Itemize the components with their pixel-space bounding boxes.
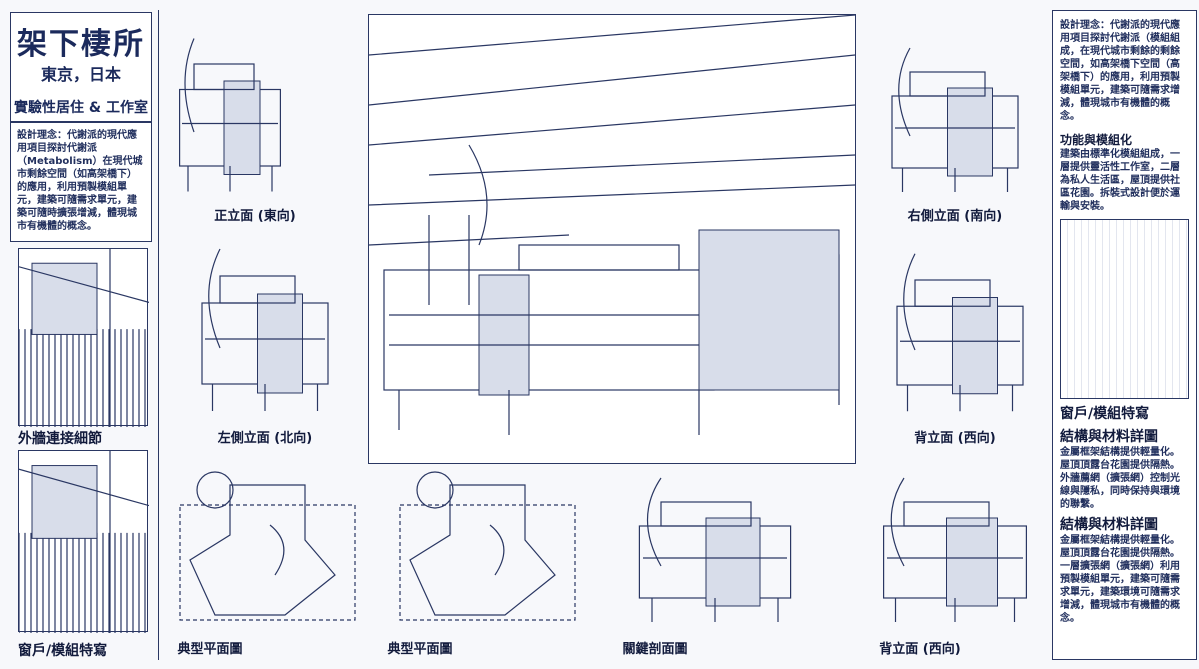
plan-2-drawing — [399, 471, 576, 621]
wall-detail-label: 外牆連接細節 — [18, 431, 102, 447]
back-elevation-drawing — [896, 253, 1024, 412]
back-elevation-2-caption: 背立面 (西向) — [879, 642, 961, 657]
right-elevation-caption: 右側立面 (南向) — [907, 209, 1003, 224]
project-location: 東京，日本 — [40, 65, 121, 84]
plan-1-caption: 典型平面圖 — [177, 642, 243, 657]
plan-1-drawing — [179, 471, 356, 621]
material-title-2: 結構與材料詳圖 — [1060, 517, 1158, 533]
window-detail-drawing — [18, 450, 149, 633]
right-text-panel: 設計理念：代謝派的現代應用項目探討代謝派（模組組成，在現代城市剩餘的剩餘空間，如… — [1052, 10, 1197, 660]
back-elevation-2-drawing — [883, 477, 1028, 622]
concept-text: 設計理念：代謝派的現代應用項目探討代謝派（Metabolism）在現代城市剩餘空… — [17, 130, 143, 232]
material-text-2: 金屬框架結構提供輕量化。屋頂頂露台花園提供隔熱。一層擴張網（擴張網）利用預製模組… — [1060, 535, 1180, 624]
section-drawing — [638, 477, 792, 622]
left-elevation-caption: 左側立面 (北向) — [217, 431, 313, 446]
left-elevation-drawing — [201, 248, 329, 411]
title-panel: 架下棲所 東京，日本 實驗性居住 & 工作室 — [10, 12, 152, 122]
concept-panel: 設計理念：代謝派的現代應用項目探討代謝派（Metabolism）在現代城市剩餘空… — [10, 122, 152, 242]
project-program: 實驗性居住 & 工作室 — [14, 100, 148, 116]
front-elevation-drawing — [179, 38, 282, 192]
material-text-1: 金屬框架結構提供輕量化。屋頂頂露台花園提供隔熱。外牆薦網（擴張網）控制光線與隱私… — [1060, 447, 1180, 510]
window-detail-sketch — [19, 451, 149, 633]
front-elevation-caption: 正立面 (東向) — [214, 209, 296, 224]
perspective-panel — [368, 14, 856, 464]
wall-detail-sketch — [19, 249, 149, 427]
function-title: 功能與模組化 — [1060, 133, 1133, 147]
material-title-1: 結構與材料詳圖 — [1060, 429, 1158, 445]
window-detail-label: 窗戶/模組特寫 — [18, 643, 108, 659]
window-closeup-label: 窗戶/模組特寫 — [1060, 406, 1150, 422]
project-title: 架下棲所 — [17, 27, 145, 62]
function-text: 建築由標準化模組組成，一層提供靈活性工作室，二層為私人生活區，屋頂提供社區花園。… — [1060, 149, 1180, 212]
plan-2-caption: 典型平面圖 — [387, 642, 453, 657]
right-concept-text: 設計理念：代謝派的現代應用項目探討代謝派（模組組成，在現代城市剩餘的剩餘空間，如… — [1060, 20, 1180, 122]
section-caption: 關鍵剖面圖 — [622, 642, 688, 657]
back-elevation-caption: 背立面 (西向) — [914, 431, 996, 446]
divider — [158, 10, 159, 660]
perspective-drawing — [369, 15, 855, 435]
right-elevation-drawing — [891, 47, 1019, 192]
wall-detail-drawing — [18, 248, 149, 427]
window-closeup-drawing — [1060, 219, 1189, 399]
